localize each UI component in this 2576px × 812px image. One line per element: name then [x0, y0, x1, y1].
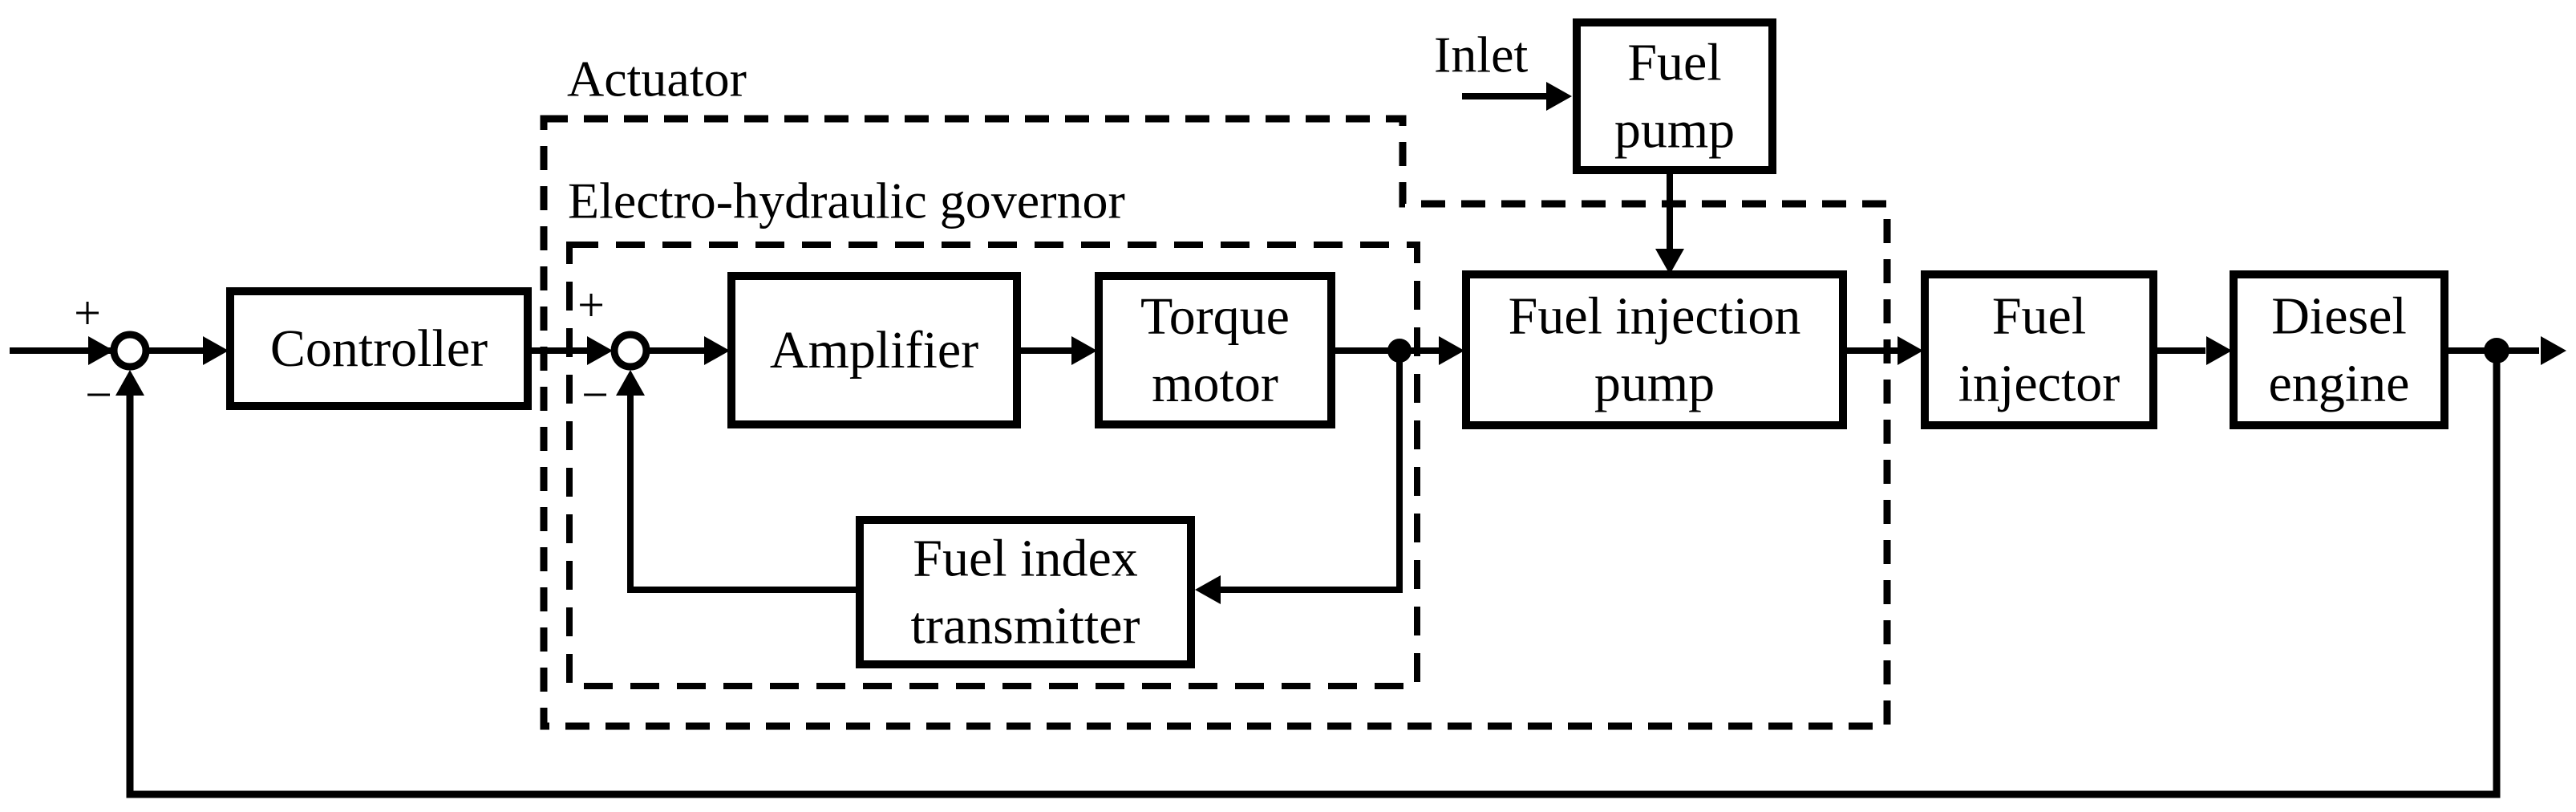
arrowhead-into-sum2	[587, 336, 613, 365]
summing-junction-governor	[610, 331, 650, 371]
sign-minus-sum1: −	[85, 368, 112, 421]
sign-plus-sum1: +	[74, 286, 101, 339]
block-controller	[226, 287, 532, 410]
actuator-boundary	[540, 115, 1891, 730]
summing-junction-input	[110, 331, 150, 371]
sign-plus-sum2: +	[577, 278, 605, 331]
block-amplifier-label: Amplifier	[770, 321, 978, 380]
block-torque-motor-label: motor	[1152, 355, 1278, 413]
block-torque-motor	[1095, 272, 1335, 428]
label-governor: Electro-hydraulic governor	[568, 173, 1125, 229]
block-diesel-engine-label: Diesel	[2271, 287, 2407, 346]
block-fuel-index-transmitter-label: Fuel index	[913, 530, 1137, 588]
block-diesel-engine-label: engine	[2269, 355, 2410, 413]
wire-outer-feedback	[126, 351, 2501, 798]
arrowhead-inlet	[1546, 82, 1572, 111]
arrowhead-output	[2541, 336, 2566, 365]
wire-torque-feedback-down	[1221, 351, 1403, 593]
sign-minus-sum2: −	[581, 368, 609, 421]
block-fuel-pump-label: Fuel	[1627, 34, 1721, 92]
block-fuel-index-transmitter-label: transmitter	[911, 597, 1140, 656]
wire-transmitter-to-sum2	[627, 396, 860, 593]
arrowhead-into-injector	[1898, 336, 1923, 365]
block-fuel-pump	[1573, 18, 1776, 174]
arrowhead-sum2-feedback	[616, 370, 645, 396]
arrowhead-into-controller	[203, 336, 229, 365]
label-inlet: Inlet	[1434, 26, 1529, 83]
branch-dot-torque-output	[1387, 339, 1412, 363]
arrowhead-into-diesel	[2206, 336, 2232, 365]
block-fuel-injector	[1921, 270, 2157, 429]
block-fuel-injector-label: injector	[1958, 355, 2120, 413]
governor-boundary	[566, 242, 1420, 689]
arrowhead-sum1-feedback	[115, 370, 144, 396]
arrowhead-into-amplifier	[704, 336, 730, 365]
block-torque-motor-label: Torque	[1140, 287, 1290, 346]
block-fuel-injection-pump-label: pump	[1594, 355, 1715, 413]
block-amplifier	[727, 272, 1021, 428]
arrowhead-input	[88, 336, 114, 365]
block-fuel-injector-label: Fuel	[1992, 287, 2086, 346]
arrowhead-into-transmitter	[1195, 575, 1221, 604]
arrowhead-into-injectionpump	[1439, 336, 1464, 365]
block-fuel-pump-label: pump	[1614, 101, 1735, 160]
block-diesel-engine	[2230, 270, 2448, 429]
block-controller-label: Controller	[270, 319, 488, 378]
arrowhead-fuelpump-down	[1655, 249, 1684, 274]
arrowhead-into-torque	[1071, 336, 1097, 365]
block-fuel-injection-pump-label: Fuel injection	[1509, 287, 1801, 346]
block-fuel-index-transmitter	[856, 516, 1195, 668]
branch-dot-engine-output	[2484, 338, 2509, 363]
block-fuel-injection-pump	[1462, 270, 1847, 429]
label-actuator: Actuator	[567, 51, 747, 108]
